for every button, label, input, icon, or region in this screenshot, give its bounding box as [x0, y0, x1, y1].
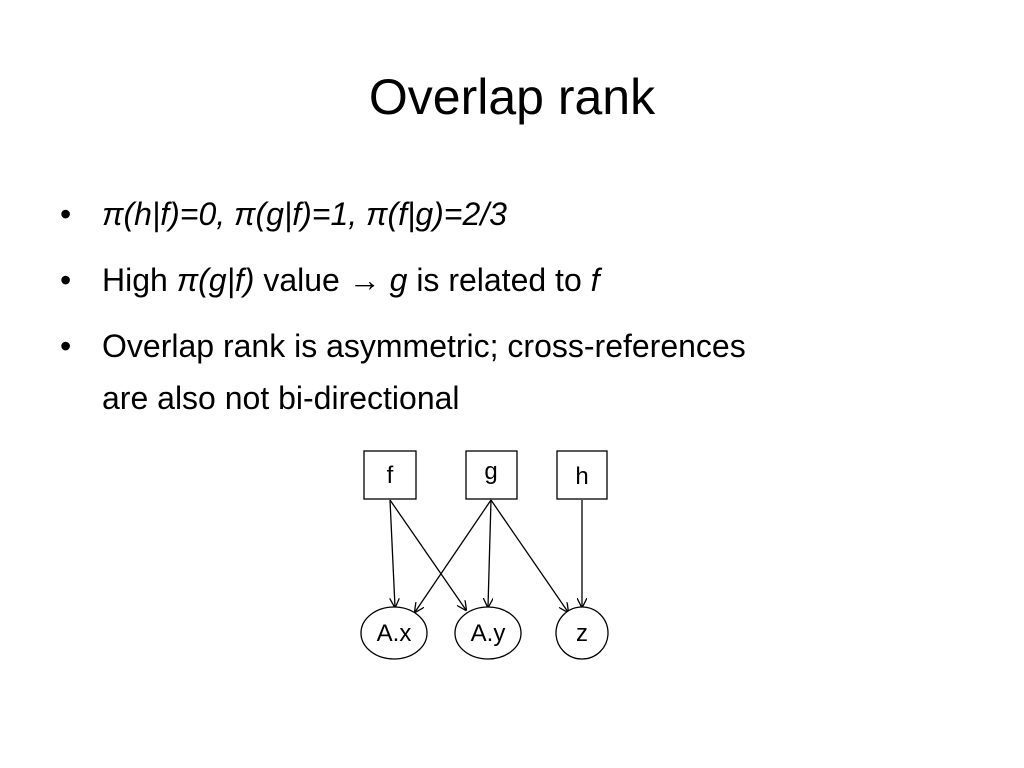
edge-g-ay: [488, 499, 491, 607]
node-circle-ax: A.x: [360, 606, 428, 660]
bullet-item: • Overlap rank is asymmetric; cross-refe…: [60, 320, 960, 424]
bullet-marker: •: [60, 262, 72, 298]
bullet-item: • High π(g|f) value → g is related to f: [60, 254, 960, 306]
bullet-text-line1: Overlap rank is asymmetric; cross-refere…: [102, 328, 746, 364]
right-arrow-icon: →: [348, 262, 381, 298]
edge-g-z: [490, 499, 568, 612]
bullet-variable-g: g: [389, 262, 408, 298]
bullet-text-prefix: High: [102, 262, 177, 298]
bullet-text-line2: are also not bi-directional: [102, 380, 460, 416]
bullet-item: • π(h|f)=0, π(g|f)=1, π(f|g)=2/3: [60, 188, 960, 240]
bullet-marker: •: [60, 328, 72, 364]
bullet-marker: •: [60, 196, 72, 232]
bullet-list: • π(h|f)=0, π(g|f)=1, π(f|g)=2/3 • High …: [60, 188, 960, 438]
node-label-ax: A.x: [377, 620, 412, 647]
node-label-ay: A.y: [471, 620, 506, 647]
bullet-text-middle: value: [254, 262, 349, 298]
node-label-h: h: [575, 463, 588, 490]
edge-f-ay: [389, 499, 466, 610]
node-circle-ay: A.y: [454, 606, 522, 660]
node-label-z: z: [576, 620, 588, 647]
edge-f-ax: [389, 499, 395, 607]
node-box-h: h: [556, 450, 608, 500]
node-label-g: g: [484, 458, 497, 485]
bullet-variable-f: f: [590, 262, 600, 298]
node-label-f: f: [387, 462, 394, 489]
bullet-text-related: is related to: [407, 262, 591, 298]
node-box-f: f: [363, 450, 417, 500]
slide-title: Overlap rank: [368, 69, 656, 125]
node-box-g: g: [465, 450, 518, 500]
edge-g-ax: [415, 499, 492, 612]
bullet-text: π(h|f)=0, π(g|f)=1, π(f|g)=2/3: [102, 196, 507, 232]
bullet-expression: π(g|f): [176, 262, 255, 298]
node-circle-z: z: [555, 606, 609, 660]
